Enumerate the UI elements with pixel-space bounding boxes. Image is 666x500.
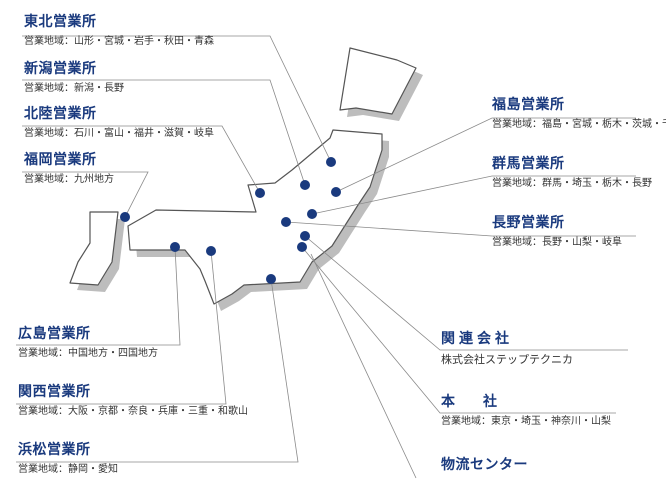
logistics-center[interactable]: 物流センター <box>441 456 528 474</box>
dot-hiroshima <box>170 242 180 252</box>
logistics-center-name: 物流センター <box>441 457 528 473</box>
office-kansai[interactable]: 関西営業所 営業地域：大阪・京都・奈良・兵庫・三重・和歌山 <box>18 383 248 418</box>
leader-tohoku <box>22 35 332 163</box>
office-hiroshima[interactable]: 広島営業所 営業地域：中国地方・四国地方 <box>18 325 158 360</box>
office-hamamatsu-area: 営業地域：静岡・愛知 <box>18 464 118 475</box>
leader-kansai <box>16 250 227 405</box>
headquarters-area: 営業地域：東京・埼玉・神奈川・山梨 <box>441 416 611 427</box>
dot-headquarters <box>297 242 307 252</box>
dot-gunma <box>307 209 317 219</box>
leader-fukuoka <box>22 171 149 218</box>
office-gunma[interactable]: 群馬営業所 営業地域：群馬・埼玉・栃木・長野 <box>492 155 652 190</box>
headquarters[interactable]: 本社 営業地域：東京・埼玉・神奈川・山梨 <box>441 393 611 428</box>
office-hokuriku-name: 北陸営業所 <box>24 106 97 122</box>
dot-nagano <box>281 217 291 227</box>
dot-hamamatsu <box>266 274 276 284</box>
dot-affiliate <box>300 231 310 241</box>
office-hokuriku-area: 営業地域：石川・富山・福井・滋賀・岐阜 <box>24 128 214 139</box>
office-nagano-name: 長野営業所 <box>492 215 565 231</box>
office-tohoku-name: 東北営業所 <box>24 14 97 30</box>
office-kansai-area: 営業地域：大阪・京都・奈良・兵庫・三重・和歌山 <box>18 406 248 417</box>
office-niigata[interactable]: 新潟営業所 営業地域：新潟・長野 <box>24 60 124 95</box>
office-fukushima-area: 営業地域：福島・宮城・栃木・茨城・千葉 <box>492 119 666 130</box>
dot-niigata <box>300 180 310 190</box>
office-hamamatsu[interactable]: 浜松営業所 営業地域：静岡・愛知 <box>18 441 118 476</box>
dot-fukushima <box>331 187 341 197</box>
office-nagano-area: 営業地域：長野・山梨・岐阜 <box>492 237 622 248</box>
leader-hiroshima <box>16 246 181 346</box>
office-fukuoka-name: 福岡営業所 <box>24 152 97 168</box>
leader-fukushima <box>335 117 636 193</box>
office-niigata-name: 新潟営業所 <box>24 61 97 77</box>
office-hokuriku[interactable]: 北陸営業所 営業地域：石川・富山・福井・滋賀・岐阜 <box>24 105 214 140</box>
dot-kansai <box>206 246 216 256</box>
office-fukuoka-area: 営業地域：九州地方 <box>24 174 114 185</box>
leader-hokuriku <box>22 125 261 194</box>
office-tohoku-area: 営業地域：山形・宮城・岩手・秋田・青森 <box>24 36 214 47</box>
leader-niigata <box>22 79 306 186</box>
office-hiroshima-name: 広島営業所 <box>18 326 91 342</box>
office-fukushima[interactable]: 福島営業所 営業地域：福島・宮城・栃木・茨城・千葉 <box>492 96 666 131</box>
hokkaido <box>339 47 417 115</box>
leader-lines <box>16 35 636 479</box>
leader-hamamatsu <box>16 278 299 463</box>
dot-tohoku <box>326 157 336 167</box>
office-dots <box>120 157 341 284</box>
leader-nagano <box>285 221 636 237</box>
office-fukuoka[interactable]: 福岡営業所 営業地域：九州地方 <box>24 151 114 186</box>
honshu <box>127 129 383 305</box>
affiliate-company[interactable]: 関連会社 株式会社ステップテクニカ <box>441 330 573 366</box>
office-nagano[interactable]: 長野営業所 営業地域：長野・山梨・岐阜 <box>492 214 622 249</box>
leader-gunma <box>311 175 636 215</box>
office-fukushima-name: 福島営業所 <box>492 97 565 113</box>
affiliate-company-area: 株式会社ステップテクニカ <box>441 353 573 366</box>
leader-affiliate <box>304 235 628 351</box>
kyushu <box>69 211 119 286</box>
office-tohoku[interactable]: 東北営業所 営業地域：山形・宮城・岩手・秋田・青森 <box>24 13 214 48</box>
dot-fukuoka <box>120 212 130 222</box>
leader-headquarters <box>301 246 616 414</box>
office-kansai-name: 関西営業所 <box>18 384 91 400</box>
office-hiroshima-area: 営業地域：中国地方・四国地方 <box>18 348 158 359</box>
office-hamamatsu-name: 浜松営業所 <box>18 442 91 458</box>
headquarters-name: 本社 <box>441 394 525 410</box>
office-gunma-area: 営業地域：群馬・埼玉・栃木・長野 <box>492 178 652 189</box>
affiliate-company-name: 関連会社 <box>441 331 513 347</box>
leader-logistics <box>310 253 417 479</box>
dot-hokuriku <box>255 188 265 198</box>
office-niigata-area: 営業地域：新潟・長野 <box>24 83 124 94</box>
office-gunma-name: 群馬営業所 <box>492 156 565 172</box>
